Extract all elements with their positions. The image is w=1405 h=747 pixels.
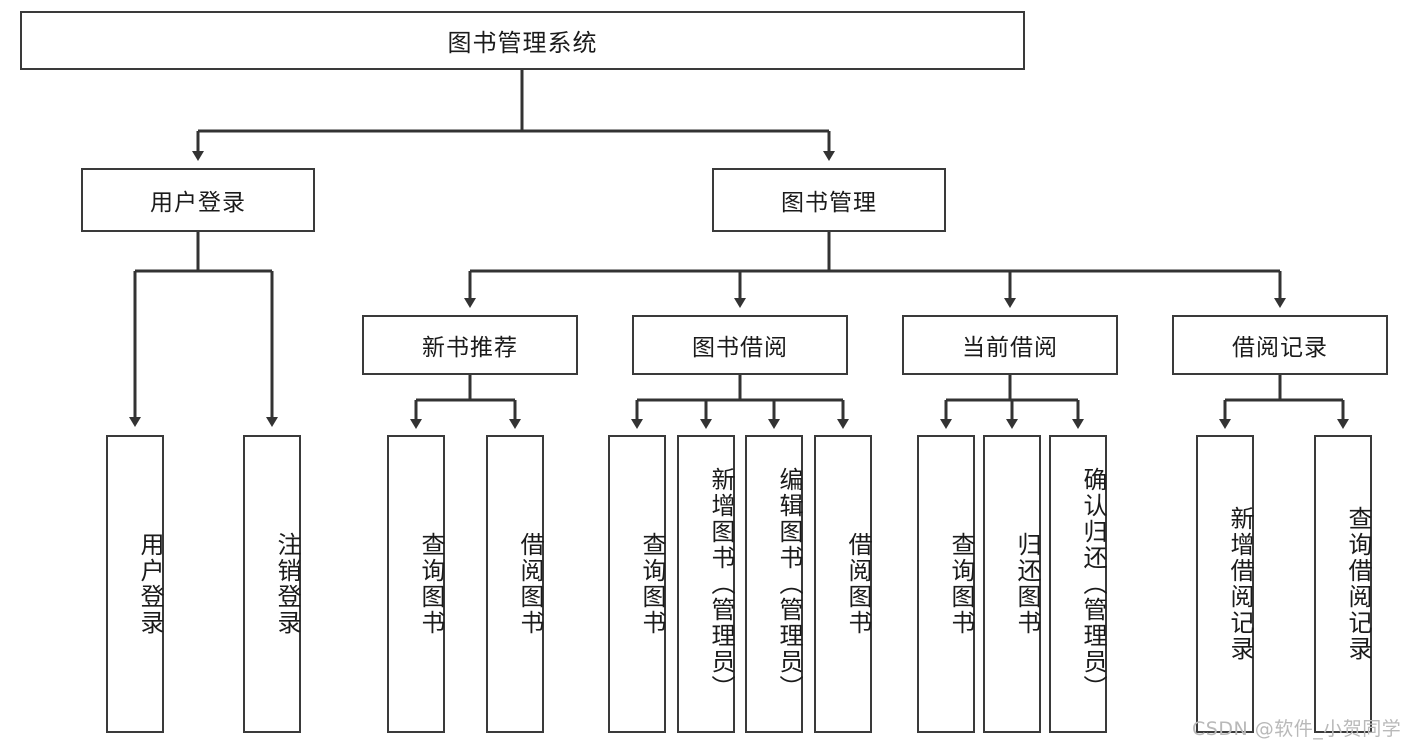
node-label: 图书管理 xyxy=(781,190,877,216)
node-label: 编辑图书（管理员） xyxy=(775,467,803,701)
node-label: 新增图书（管理员） xyxy=(707,467,735,701)
node-root-system[interactable]: 图书管理系统 xyxy=(20,11,1025,70)
node-label: 借阅图书 xyxy=(516,532,544,636)
node-label: 图书管理系统 xyxy=(447,29,598,57)
node-leaf-user-login[interactable]: 用户登录 xyxy=(106,435,164,733)
node-label: 借阅图书 xyxy=(844,532,872,636)
node-leaf-query-book-3[interactable]: 查询图书 xyxy=(917,435,975,733)
node-leaf-confirm-return[interactable]: 确认归还（管理员） xyxy=(1049,435,1107,733)
node-label: 新书推荐 xyxy=(422,335,518,361)
node-label: 图书借阅 xyxy=(692,335,788,361)
node-book-borrow[interactable]: 图书借阅 xyxy=(632,315,848,375)
node-leaf-edit-book[interactable]: 编辑图书（管理员） xyxy=(745,435,803,733)
node-book-management[interactable]: 图书管理 xyxy=(712,168,946,232)
node-leaf-borrow-book-1[interactable]: 借阅图书 xyxy=(486,435,544,733)
node-label: 用户登录 xyxy=(136,532,164,636)
node-borrow-record[interactable]: 借阅记录 xyxy=(1172,315,1388,375)
node-leaf-user-logout[interactable]: 注销登录 xyxy=(243,435,301,733)
node-current-borrow[interactable]: 当前借阅 xyxy=(902,315,1118,375)
node-user-login[interactable]: 用户登录 xyxy=(81,168,315,232)
node-label: 借阅记录 xyxy=(1232,335,1328,361)
node-leaf-add-book[interactable]: 新增图书（管理员） xyxy=(677,435,735,733)
node-label: 确认归还（管理员） xyxy=(1079,467,1107,701)
node-leaf-query-record[interactable]: 查询借阅记录 xyxy=(1314,435,1372,733)
csdn-watermark: CSDN @软件_小贺同学 xyxy=(1192,718,1402,740)
node-leaf-query-book-2[interactable]: 查询图书 xyxy=(608,435,666,733)
node-label: 查询图书 xyxy=(947,532,975,636)
node-leaf-return-book[interactable]: 归还图书 xyxy=(983,435,1041,733)
node-new-book-recommend[interactable]: 新书推荐 xyxy=(362,315,578,375)
node-label: 当前借阅 xyxy=(962,335,1058,361)
node-label: 查询图书 xyxy=(417,532,445,636)
node-leaf-query-book-1[interactable]: 查询图书 xyxy=(387,435,445,733)
node-label: 注销登录 xyxy=(273,532,301,636)
node-label: 新增借阅记录 xyxy=(1226,506,1254,662)
node-label: 用户登录 xyxy=(150,190,246,216)
node-label: 查询图书 xyxy=(638,532,666,636)
node-label: 查询借阅记录 xyxy=(1344,506,1372,662)
node-leaf-borrow-book-2[interactable]: 借阅图书 xyxy=(814,435,872,733)
node-leaf-add-record[interactable]: 新增借阅记录 xyxy=(1196,435,1254,733)
node-label: 归还图书 xyxy=(1013,532,1041,636)
